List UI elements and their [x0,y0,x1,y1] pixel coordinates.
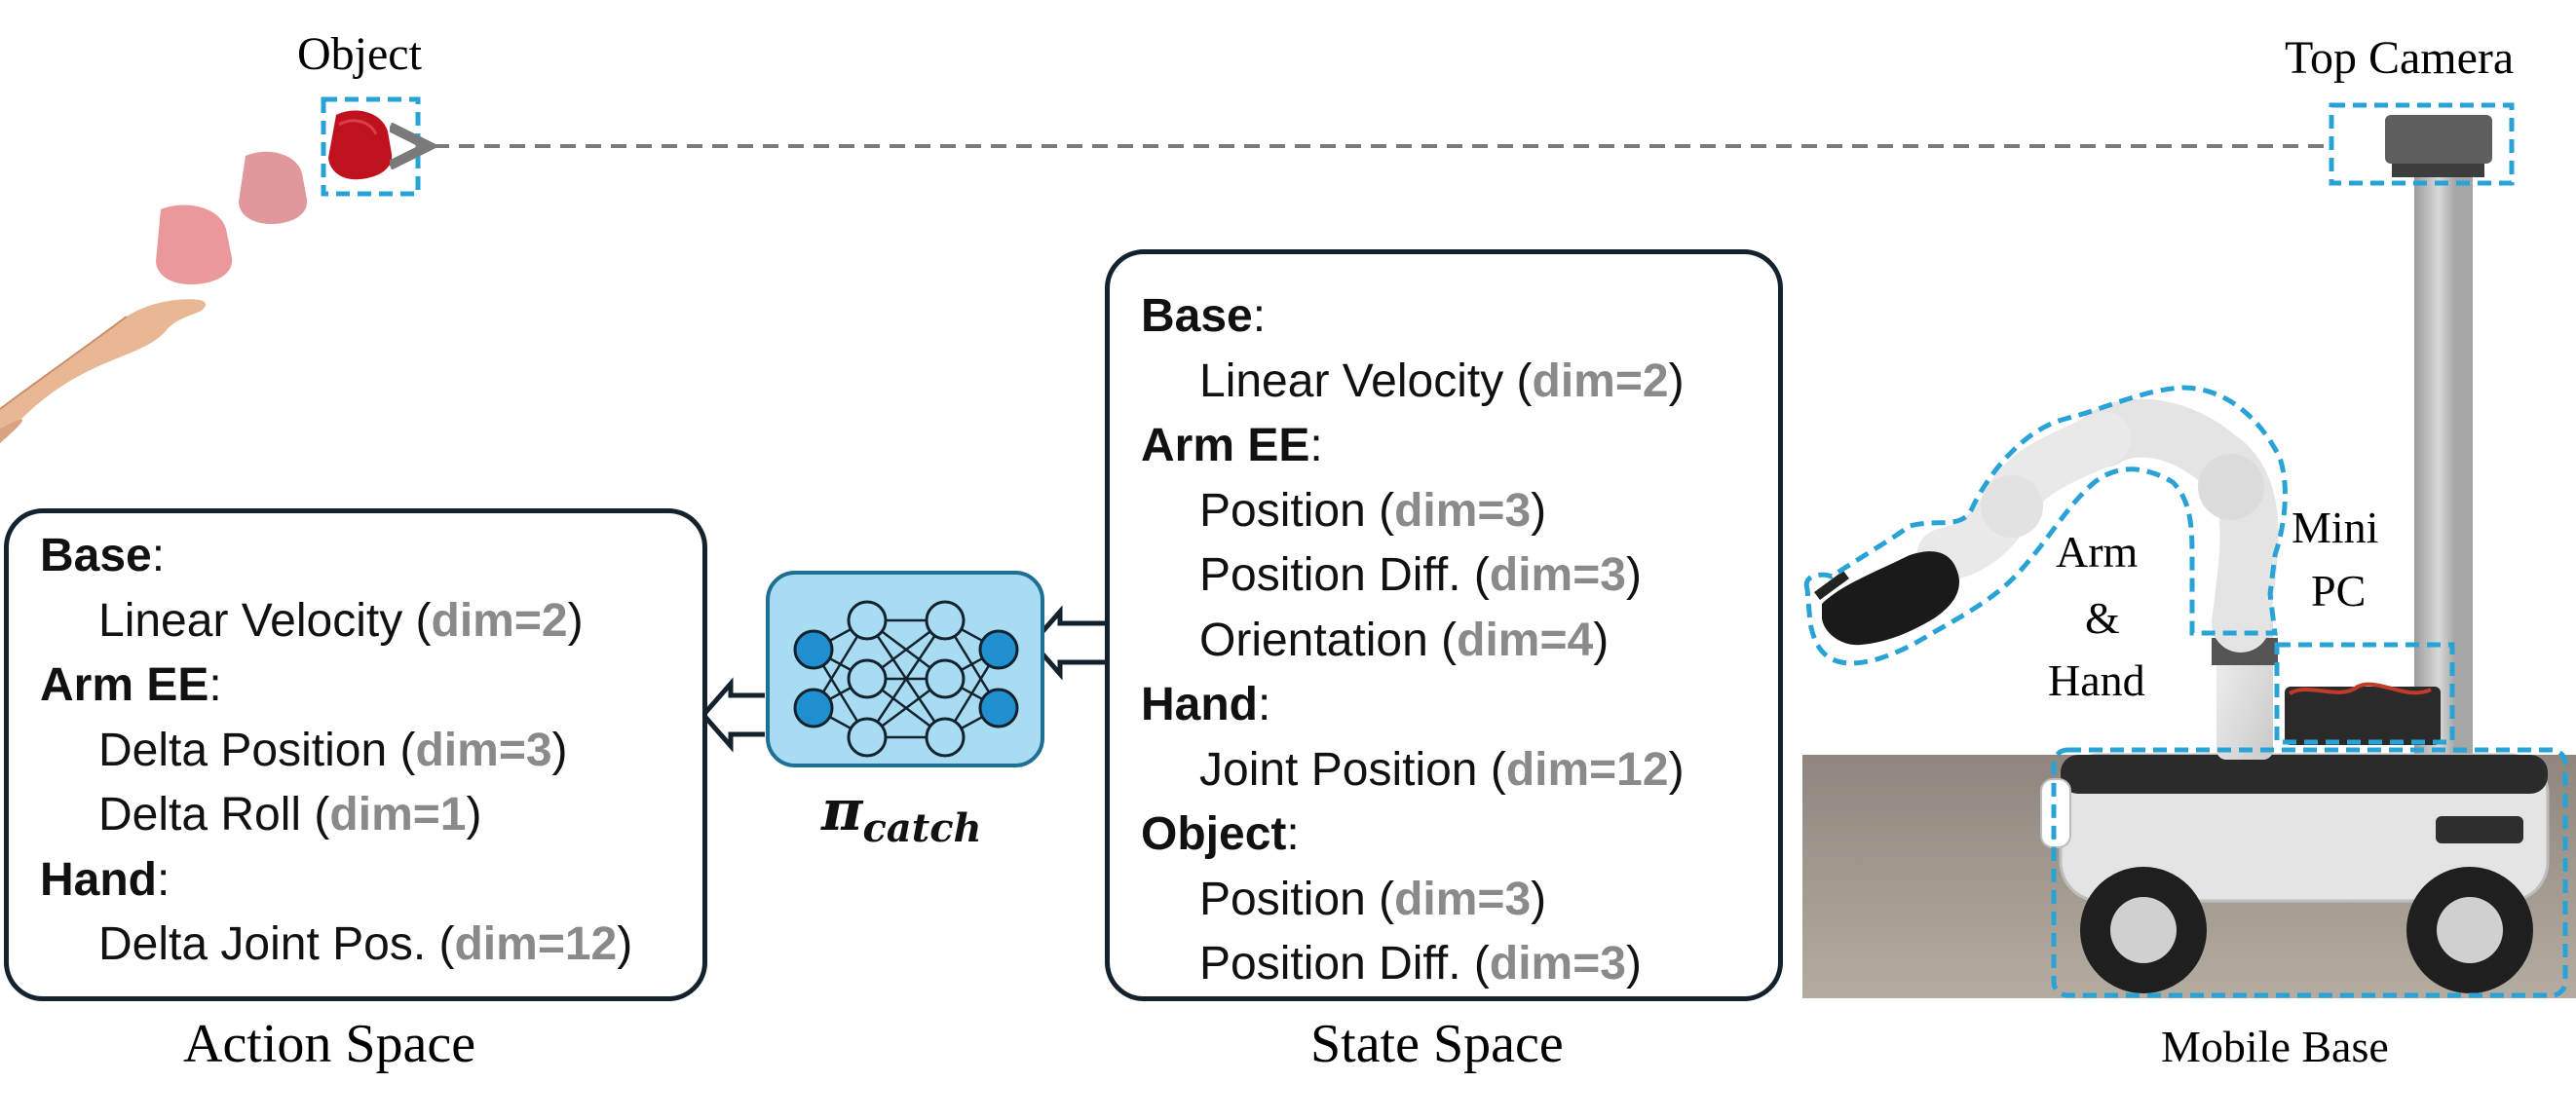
action-item: Delta Joint Pos. (dim=12) [98,918,633,970]
action-section-header: Hand: [40,853,170,906]
policy-subscript: catch [862,805,982,851]
action-item: Delta Position (dim=3) [98,724,568,776]
network-node [925,658,966,699]
state-item: Joint Position (dim=12) [1199,743,1685,796]
robot-photo [1802,115,2576,998]
arm-label: Arm [2056,527,2139,577]
top-camera-highlight-box [2329,102,2515,186]
network-node [793,629,834,670]
network-node [847,717,888,758]
state-section-header: Object: [1141,808,1300,860]
state-section-name: Hand [1141,679,1258,730]
action-section-name: Hand [40,853,157,906]
state-dimension: dim=3 [1489,549,1626,601]
state-dimension: dim=3 [1394,873,1532,925]
action-space-label: Action Space [183,1014,476,1074]
action-section-name: Base [40,530,152,581]
network-node [978,688,1019,728]
network-node [978,629,1019,670]
state-item: Linear Velocity (dim=2) [1199,355,1685,407]
action-space-box: Base: Linear Velocity (dim=2) Arm EE: Delta… [4,508,707,1001]
state-dimension: dim=3 [1394,484,1532,537]
state-item: Position Diff. (dim=3) [1199,938,1642,989]
state-item: Position (dim=3) [1199,484,1547,537]
network-edge [865,619,947,738]
action-item: Delta Roll (dim=1) [98,789,482,840]
action-section-header: Arm EE: [40,659,222,711]
mobile-base-label: Mobile Base [2161,1022,2389,1071]
object-label: Object [297,28,422,80]
ampersand-label: & [2085,593,2120,643]
policy-to-action-arrow [700,677,765,753]
mobile-base-highlight-box [2051,747,2568,998]
state-dimension: dim=12 [1505,743,1669,796]
mini-pc-highlight-box [2274,642,2455,745]
object-trajectory [156,110,393,284]
mini-label: Mini [2292,503,2379,552]
state-dimension: dim=4 [1457,614,1594,666]
arm-hand-highlight-outline [1803,385,2288,666]
action-dimension: dim=1 [329,789,467,840]
state-item: Position (dim=3) [1199,873,1547,925]
state-section-header: Hand: [1141,679,1271,730]
state-section-header: Arm EE: [1141,420,1323,471]
network-node [925,600,966,641]
action-dimension: dim=12 [454,918,618,970]
state-section-name: Arm EE [1141,420,1310,471]
network-node [925,717,966,758]
pc-label: PC [2311,566,2367,616]
action-dimension: dim=3 [415,724,552,776]
action-item: Linear Velocity (dim=2) [98,594,584,647]
policy-pi-symbol: π [821,777,863,843]
state-space-box: Base: Linear Velocity (dim=2) Arm EE: Posit… [1105,249,1783,1001]
throwing-hand-image [0,299,207,443]
network-node [847,658,888,699]
network-node [847,600,888,641]
state-section-name: Object [1141,808,1287,860]
network-node [793,688,834,728]
state-section-header: Base: [1141,290,1267,342]
state-item: Position Diff. (dim=3) [1199,549,1642,601]
state-space-label: State Space [1310,1014,1564,1074]
action-dimension: dim=2 [431,594,568,647]
state-dimension: dim=3 [1489,938,1626,989]
hand-label: Hand [2048,655,2145,705]
action-section-name: Arm EE [40,659,209,711]
state-dimension: dim=2 [1532,355,1669,407]
policy-network-box [766,571,1044,767]
state-section-name: Base [1141,290,1253,342]
policy-label: πcatch [821,777,982,851]
top-camera-label: Top Camera [2285,32,2515,84]
state-item: Orientation (dim=4) [1199,614,1610,666]
action-section-header: Base: [40,530,166,581]
